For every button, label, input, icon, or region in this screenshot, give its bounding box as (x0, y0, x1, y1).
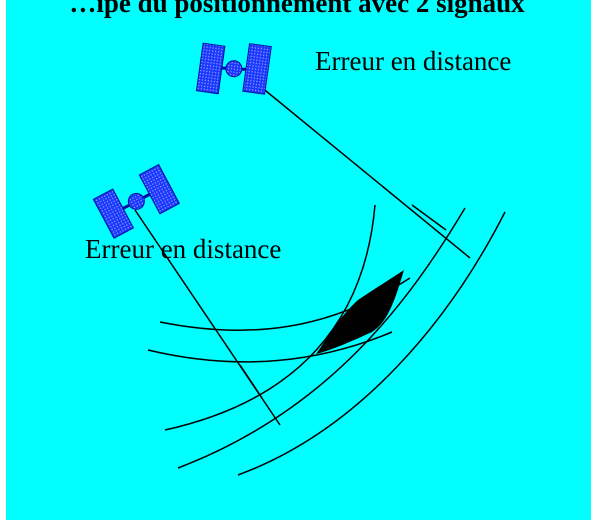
arc-top-inner (164, 204, 376, 431)
satellite-icon (195, 42, 272, 95)
intersection-zone (316, 270, 404, 354)
range-line-top-satellite (254, 81, 471, 259)
arc-left-outer (147, 331, 393, 363)
error-tick-left (239, 364, 263, 399)
diagram-background (6, 0, 591, 520)
arc-top-outer (237, 211, 506, 476)
range-error-label-top: Erreur en distance (315, 46, 512, 76)
satellite-icon (92, 163, 181, 239)
range-error-label-left: Erreur en distance (85, 234, 282, 264)
diagram-title: …ipe du positionnement avec 2 signaux (69, 0, 525, 18)
arc-top-middle (177, 207, 466, 469)
error-tick-top (411, 204, 447, 231)
